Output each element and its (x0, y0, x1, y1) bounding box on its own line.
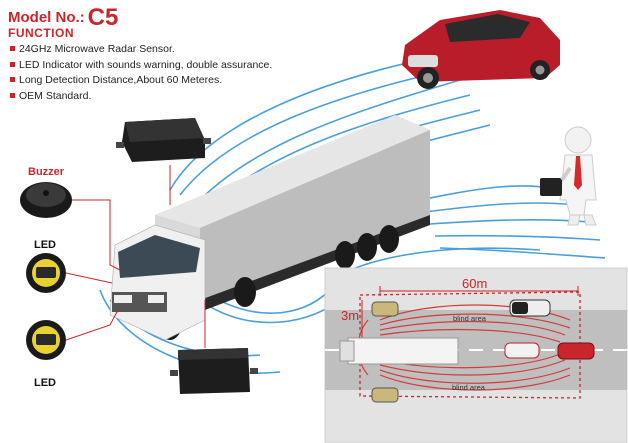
model-prefix: Model No.: (8, 9, 85, 26)
distance-60m-label: 60m (462, 276, 488, 291)
radar-sensor-bottom-icon (170, 348, 258, 394)
led-indicator-top-icon (26, 253, 66, 293)
connector-lines (65, 199, 121, 341)
feature-item: Long Detection Distance,About 60 Meteres… (10, 73, 272, 89)
detection-range-inset (324, 267, 628, 443)
pedestrian-icon (540, 126, 597, 226)
led-indicator-bottom-icon (26, 320, 66, 360)
buzzer-icon (20, 182, 72, 218)
function-title: FUNCTION (8, 26, 74, 40)
blind-area-top-label: blind area (453, 314, 486, 323)
bullet-icon (10, 92, 15, 98)
car-top-view (371, 301, 399, 317)
model-number: C5 (87, 4, 119, 31)
blind-area-bottom-label: blind area (452, 383, 485, 392)
suv-car-icon (402, 10, 560, 89)
truck-illustration (109, 115, 430, 341)
feature-item: 24GHz Microwave Radar Sensor. (10, 42, 272, 58)
feature-list: 24GHz Microwave Radar Sensor. LED Indica… (10, 42, 272, 104)
car-top-view (371, 387, 399, 403)
car-top-view (504, 342, 540, 359)
feature-item: LED Indicator with sounds warning, doubl… (10, 58, 272, 74)
led-label-top: LED (34, 239, 56, 251)
feature-item: OEM Standard. (10, 89, 272, 105)
car-top-view (557, 342, 595, 360)
model-number-heading: Model No.:C5 (8, 4, 118, 32)
width-3m-label: 3m (341, 308, 360, 323)
radar-sensor-top-icon (116, 118, 211, 162)
buzzer-label: Buzzer (28, 166, 65, 178)
bullet-icon (10, 77, 15, 82)
bullet-icon (10, 46, 15, 51)
bullet-icon (10, 61, 15, 67)
led-label-bottom: LED (34, 377, 56, 389)
